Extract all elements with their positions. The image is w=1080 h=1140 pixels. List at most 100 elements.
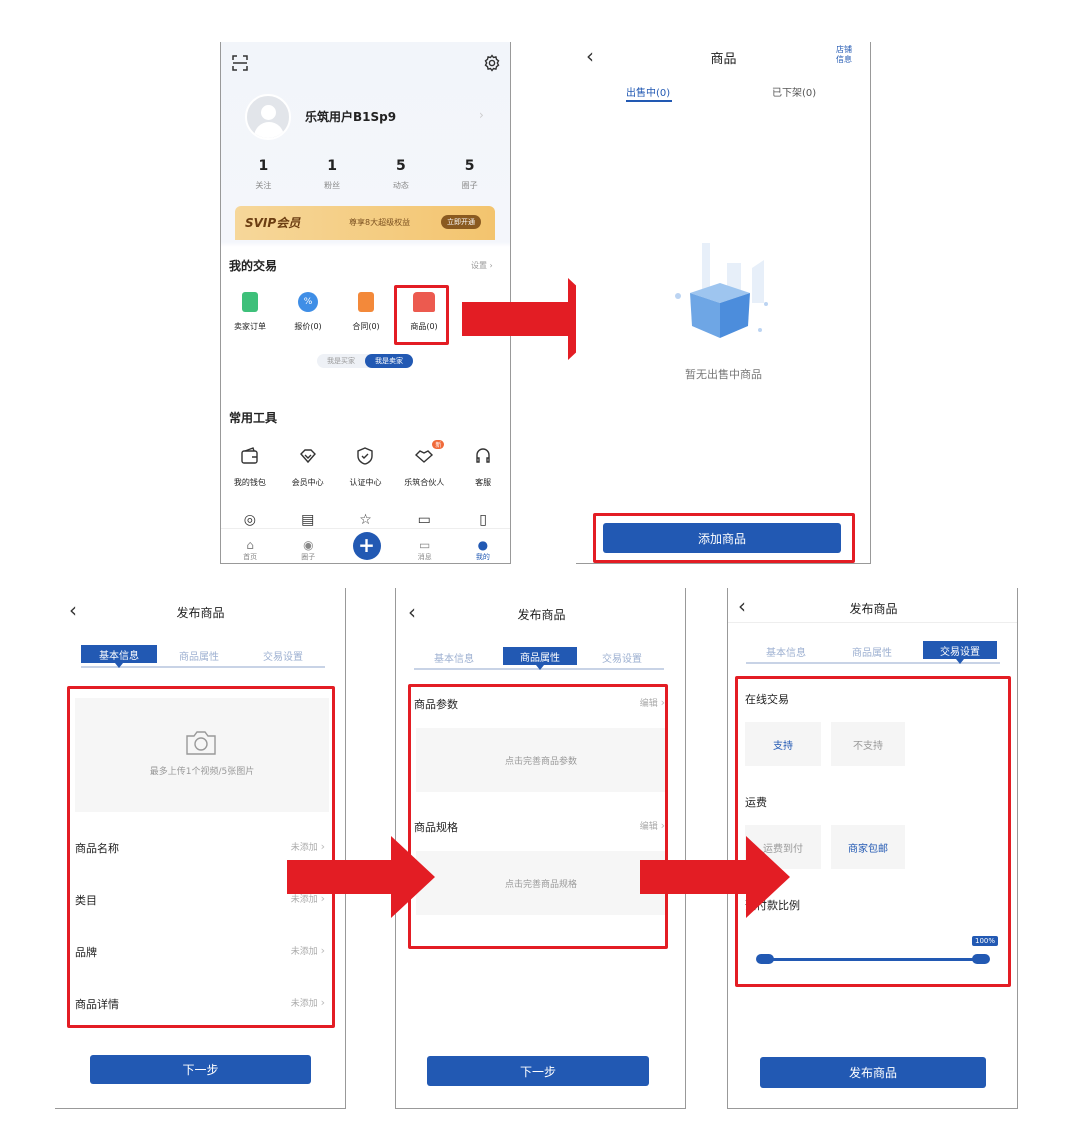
nav-circle[interactable]: ◉圈子 <box>279 538 337 563</box>
trade-title: 我的交易 <box>229 259 278 273</box>
field-category[interactable]: 类目未添加 › <box>75 892 325 907</box>
highlight-trade-form <box>735 676 1011 987</box>
seller-orders-item[interactable]: 卖家订单 <box>221 292 279 332</box>
seller-toggle[interactable]: 我是卖家 <box>365 354 413 368</box>
avatar[interactable] <box>245 94 291 140</box>
user-circle-icon[interactable]: ◎ <box>243 512 256 528</box>
tab-basic-info[interactable]: 基本信息 <box>81 645 157 668</box>
chevron-right-icon[interactable]: › <box>479 108 484 122</box>
buyer-toggle[interactable]: 我是买家 <box>327 357 355 365</box>
prepay-value-tooltip: 100% <box>972 936 999 946</box>
tab-bar-line <box>746 662 1000 664</box>
highlight-add-button <box>593 513 855 563</box>
store-icon <box>413 292 435 312</box>
page-title: 发布商品 <box>517 608 566 622</box>
bottom-nav: ⌂首页 ◉圈子 + ▭消息 ●我的 <box>221 528 510 563</box>
tab-attributes[interactable]: 商品属性 <box>503 647 577 670</box>
page-title: 发布商品 <box>176 606 225 620</box>
page-title: 商品 <box>710 52 737 67</box>
back-icon[interactable]: ‹ <box>738 594 746 618</box>
new-badge: 新 <box>432 440 445 449</box>
document-icon[interactable]: ▤ <box>301 512 315 528</box>
header-divider <box>728 622 1017 623</box>
scan-icon[interactable] <box>231 54 249 72</box>
partner-item[interactable]: 新 乐筑合伙人 <box>404 440 445 487</box>
add-product-button[interactable]: 添加商品 <box>603 523 841 553</box>
contract-item[interactable]: 合同(0) <box>337 292 395 332</box>
home-icon: ⌂ <box>246 538 254 552</box>
nav-message[interactable]: ▭消息 <box>396 538 454 563</box>
diamond-icon <box>299 449 316 464</box>
back-icon[interactable]: ‹ <box>586 44 594 68</box>
gear-icon[interactable] <box>483 54 501 72</box>
tab-on-sale[interactable]: 出售中(0) <box>626 88 671 99</box>
empty-box-icon <box>675 243 768 338</box>
plus-icon: + <box>352 532 381 560</box>
chat-icon: ▭ <box>419 538 431 552</box>
tab-attributes[interactable]: 商品属性 <box>179 652 219 663</box>
trade-settings-link[interactable]: 设置 › <box>471 261 493 270</box>
products-item[interactable]: 商品(0) <box>395 292 453 332</box>
highlight-attributes-form <box>408 684 668 949</box>
media-upload-area[interactable]: 最多上传1个视频/5张图片 <box>75 698 329 812</box>
next-button[interactable]: 下一步 <box>427 1056 649 1086</box>
tab-trade-settings[interactable]: 交易设置 <box>602 654 642 665</box>
specs-row[interactable]: 商品规格编辑 › <box>414 819 665 834</box>
svip-open-button[interactable]: 立即开通 <box>441 215 481 229</box>
tab-trade-settings[interactable]: 交易设置 <box>923 641 997 664</box>
role-toggle[interactable]: 我是买家 我是卖家 <box>317 354 413 368</box>
wallet-item[interactable]: 我的钱包 <box>221 446 279 488</box>
freight-free-option[interactable]: 商家包邮 <box>831 825 905 869</box>
svip-banner[interactable]: SVIP会员 尊享8大超级权益 立即开通 <box>235 206 495 240</box>
field-details[interactable]: 商品详情未添加 › <box>75 996 325 1011</box>
tab-trade-settings[interactable]: 交易设置 <box>263 652 303 663</box>
prepay-slider-fill <box>758 958 988 961</box>
field-brand[interactable]: 品牌未添加 › <box>75 944 325 959</box>
online-support-option[interactable]: 支持 <box>745 722 821 766</box>
star-icon[interactable]: ☆ <box>359 512 372 528</box>
arrow-right-icon <box>640 836 790 918</box>
prepay-slider-handle[interactable] <box>972 954 990 964</box>
message-icon[interactable]: ▭ <box>417 512 431 528</box>
tab-attributes[interactable]: 商品属性 <box>852 648 892 659</box>
member-center-item[interactable]: 会员中心 <box>279 446 337 488</box>
next-button[interactable]: 下一步 <box>90 1055 311 1084</box>
params-placeholder[interactable]: 点击完善商品参数 <box>416 728 666 792</box>
prepay-slider-track[interactable] <box>756 954 990 964</box>
tab-off-shelf[interactable]: 已下架(0) <box>772 88 817 99</box>
back-icon[interactable]: ‹ <box>69 598 77 622</box>
highlight-products <box>394 285 449 345</box>
store-info-link[interactable]: 店铺信息 <box>836 45 852 64</box>
quote-icon: % <box>298 292 318 312</box>
camera-icon <box>186 731 216 755</box>
nav-mine[interactable]: ●我的 <box>454 538 510 563</box>
specs-placeholder[interactable]: 点击完善商品规格 <box>416 851 666 915</box>
prepay-slider-start-handle[interactable] <box>756 954 774 964</box>
empty-text: 暂无出售中商品 <box>685 368 762 381</box>
nav-home[interactable]: ⌂首页 <box>221 538 279 563</box>
freight-label: 运费 <box>745 796 767 809</box>
arrow-right-icon <box>462 278 612 360</box>
params-row[interactable]: 商品参数编辑 › <box>414 696 665 711</box>
service-item[interactable]: 客服 <box>454 446 510 488</box>
screen-basic-info: ‹ 发布商品 基本信息 商品属性 交易设置 最多上传1个视频/5张图片 商品名称… <box>55 588 346 1109</box>
back-icon[interactable]: ‹ <box>408 600 416 624</box>
quote-item[interactable]: % 报价(0) <box>279 292 337 332</box>
shield-icon <box>357 447 374 465</box>
auth-center-item[interactable]: 认证中心 <box>337 446 395 488</box>
trade-items: 卖家订单 % 报价(0) 合同(0) 商品(0) <box>221 292 461 332</box>
online-unsupported-option[interactable]: 不支持 <box>831 722 905 766</box>
orders-icon <box>242 292 258 312</box>
book-icon[interactable]: ▯ <box>479 512 487 528</box>
publish-button[interactable]: 发布商品 <box>760 1057 986 1088</box>
field-product-name[interactable]: 商品名称未添加 › <box>75 840 325 855</box>
tab-basic-info[interactable]: 基本信息 <box>766 648 806 659</box>
tab-basic-info[interactable]: 基本信息 <box>434 654 474 665</box>
contract-icon <box>358 292 374 312</box>
nav-add-button[interactable]: + <box>337 532 395 563</box>
